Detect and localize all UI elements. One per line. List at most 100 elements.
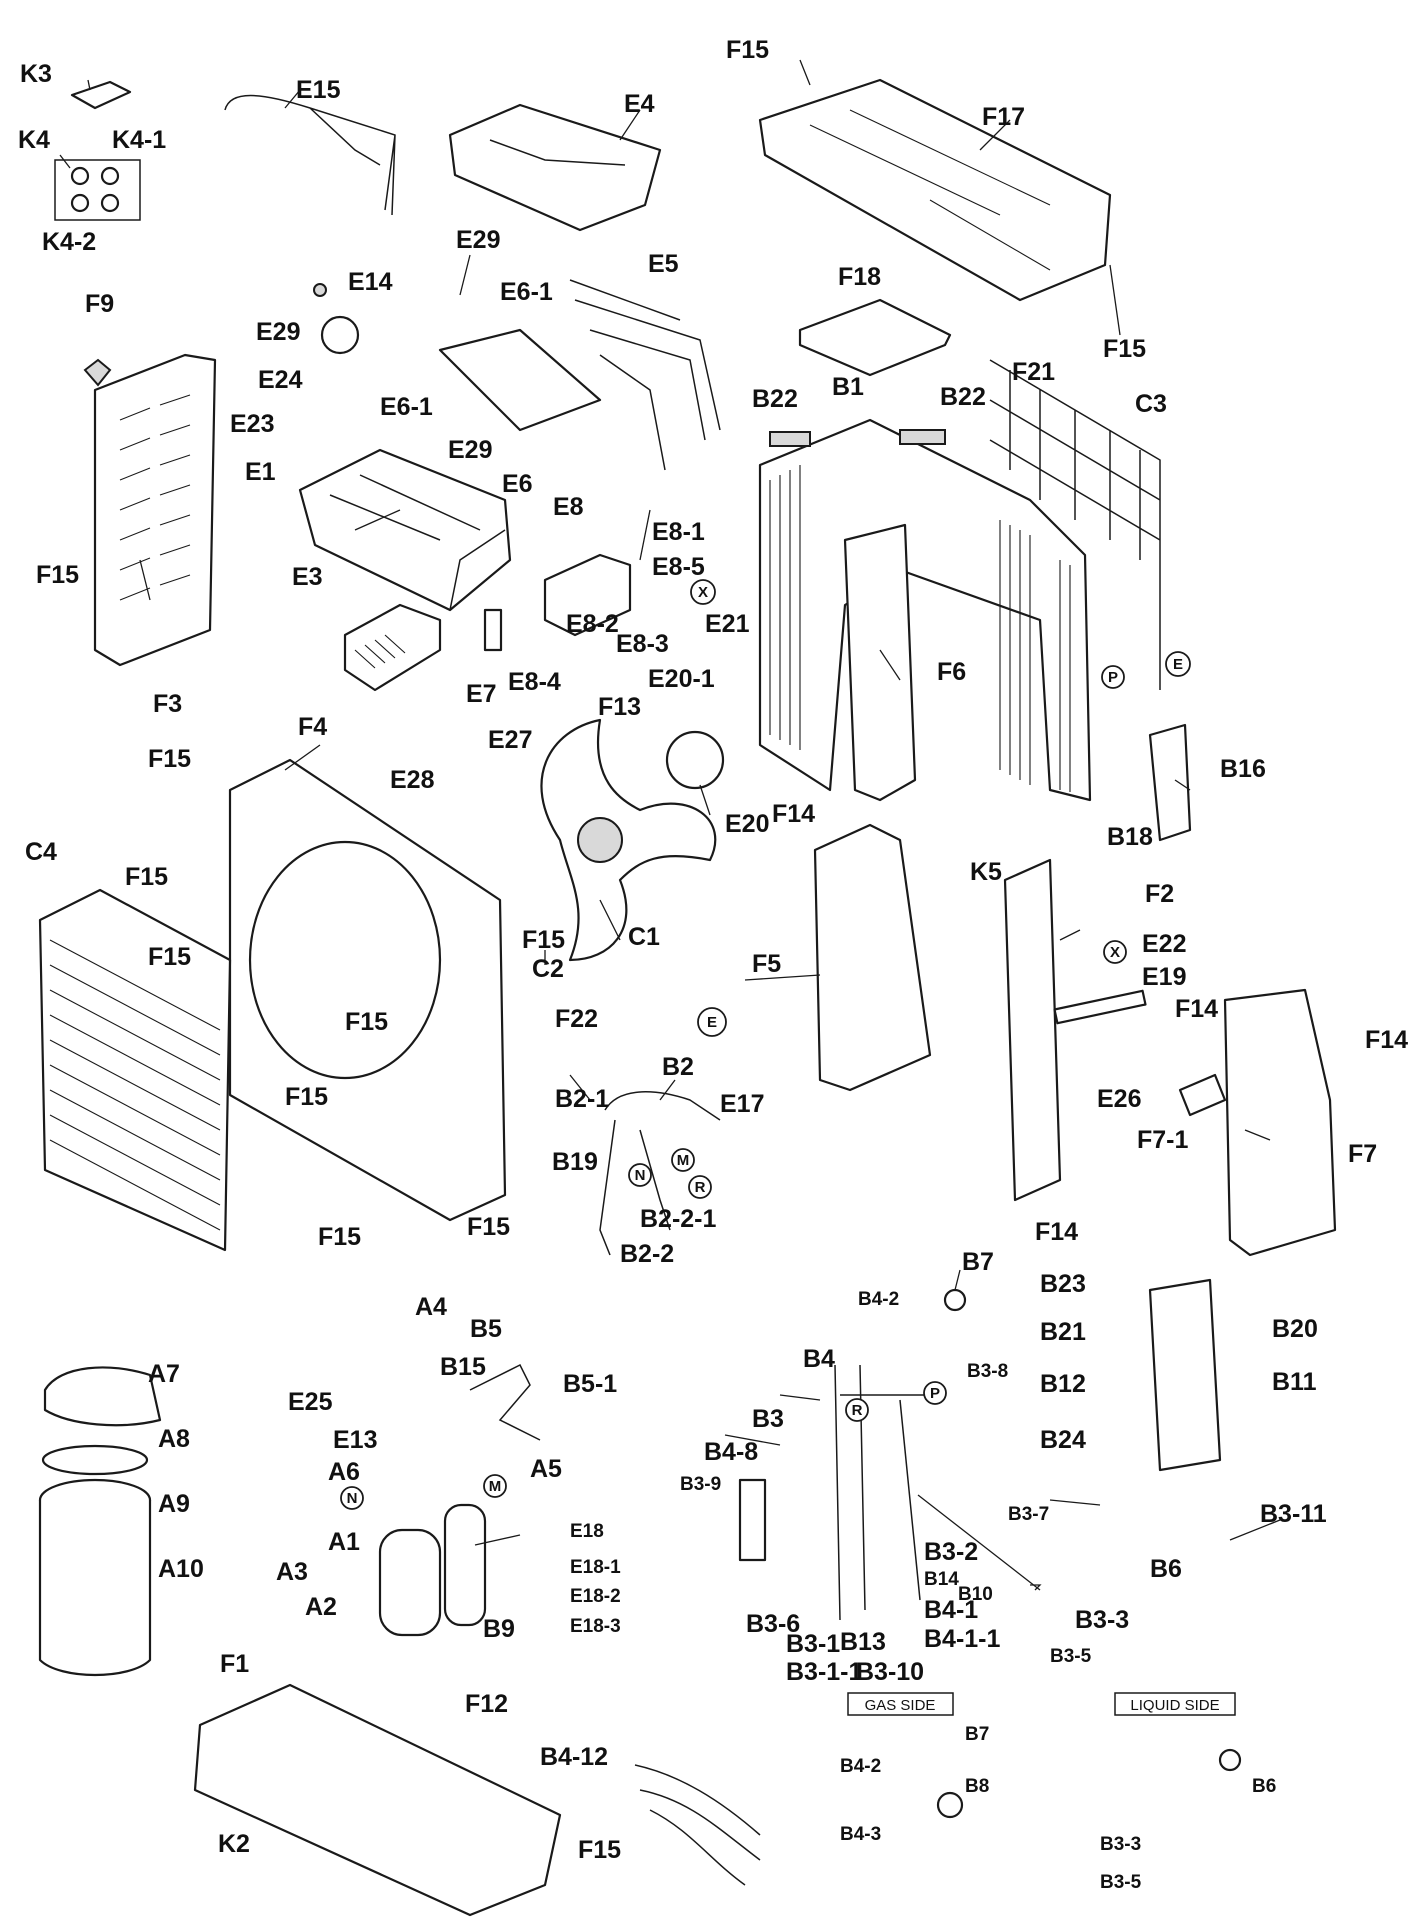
label-E4: E4 <box>624 90 655 118</box>
part-f3-slots <box>119 394 191 601</box>
label-B6-b: B6 <box>1252 1776 1276 1797</box>
label-B4-12: B4-12 <box>540 1743 608 1771</box>
label-B2-1: B2-1 <box>555 1085 609 1113</box>
part-a1-acc <box>443 1503 487 1627</box>
label-E3: E3 <box>292 563 323 591</box>
label-B13: B13 <box>840 1628 886 1656</box>
label-B4: B4 <box>803 1345 835 1373</box>
label-A5: A5 <box>530 1455 562 1483</box>
label-F5: F5 <box>752 950 781 978</box>
part-b3-9 <box>738 1478 767 1562</box>
symbol-R-b: R <box>852 1402 863 1419</box>
part-b16 <box>1148 723 1192 842</box>
symbol-R-a: R <box>695 1179 706 1196</box>
label-F4: F4 <box>298 713 327 741</box>
label-A8: A8 <box>158 1425 190 1453</box>
label-B14: B14 <box>924 1569 959 1590</box>
part-f18 <box>798 298 952 377</box>
part-f1-base <box>193 1683 562 1917</box>
label-E29-b: E29 <box>256 318 300 346</box>
label-B3-3-a: B3-3 <box>1075 1606 1129 1634</box>
label-K5: K5 <box>970 858 1002 886</box>
part-b6-nut <box>1218 1748 1242 1772</box>
label-F15-h: F15 <box>467 1213 510 1241</box>
part-e26 <box>1053 989 1147 1025</box>
label-A3: A3 <box>276 1558 308 1586</box>
label-E1: E1 <box>245 458 276 486</box>
label-E8-4: E8-4 <box>508 668 561 696</box>
part-a1-body <box>378 1528 442 1637</box>
part-b2-tubing <box>599 1091 721 1256</box>
label-E29-c: E29 <box>448 436 492 464</box>
part-f3-panel <box>93 353 217 667</box>
label-F12: F12 <box>465 1690 508 1718</box>
label-B3-1: B3-1 <box>786 1630 840 1658</box>
part-b22-left <box>769 431 811 447</box>
symbol-P-a: P <box>1108 669 1118 686</box>
label-B3-7: B3-7 <box>1008 1504 1049 1525</box>
label-E6-1-a: E6-1 <box>500 278 553 306</box>
label-B11: B11 <box>1272 1368 1317 1396</box>
label-B3-10: B3-10 <box>856 1658 924 1686</box>
label-F9: F9 <box>85 290 114 318</box>
label-E14: E14 <box>348 268 393 296</box>
part-b23 <box>1148 1278 1222 1472</box>
callout-labels: K3 K4 K4-1 K4-2 E15 E4 F15 F17 E29 E14 E… <box>18 36 1408 1893</box>
label-B19: B19 <box>552 1148 598 1176</box>
label-E13: E13 <box>333 1426 377 1454</box>
label-B2: B2 <box>662 1053 694 1081</box>
symbol-X-a: X <box>698 584 708 601</box>
label-E27: E27 <box>488 726 532 754</box>
label-E8: E8 <box>553 493 584 521</box>
part-e15-wire <box>224 94 396 216</box>
part-b7-nut <box>943 1288 967 1312</box>
label-B10: B10 <box>958 1584 993 1605</box>
label-B1: B1 <box>832 373 864 401</box>
label-B9: B9 <box>483 1615 515 1643</box>
part-f2 <box>1003 858 1062 1202</box>
symbol-N-a: N <box>635 1167 646 1184</box>
part-b4-assembly <box>834 1364 930 1621</box>
label-F15-b: F15 <box>125 863 168 891</box>
label-F1: F1 <box>220 1650 249 1678</box>
label-K4: K4 <box>18 126 50 154</box>
label-B3-3-b: B3-3 <box>1100 1834 1141 1855</box>
part-c3-guard <box>989 359 1161 690</box>
label-E6-1-b: E6-1 <box>380 393 433 421</box>
symbol-P-b: P <box>930 1385 940 1402</box>
label-B5-1: B5-1 <box>563 1370 617 1398</box>
leader-lines <box>59 59 1281 1591</box>
part-f7-1 <box>1178 1073 1227 1117</box>
label-E26: E26 <box>1097 1085 1141 1113</box>
label-A4: A4 <box>415 1293 447 1321</box>
label-K3: K3 <box>20 60 52 88</box>
label-F15-a: F15 <box>148 745 191 773</box>
part-e1-detail <box>329 474 506 611</box>
part-e29-screw <box>313 283 327 297</box>
side-captions: GAS SIDE LIQUID SIDE <box>847 1692 1236 1716</box>
symbol-E-a: E <box>1173 656 1183 673</box>
label-B8: B8 <box>965 1776 989 1797</box>
label-E8-3: E8-3 <box>616 630 669 658</box>
label-B20: B20 <box>1272 1315 1318 1343</box>
label-F15-topright: F15 <box>1103 335 1146 363</box>
part-e8 <box>543 553 632 637</box>
part-f4-opening <box>248 840 442 1080</box>
label-B22-right: B22 <box>940 383 986 411</box>
label-B22-left: B22 <box>752 385 798 413</box>
part-b22-right <box>899 429 946 445</box>
part-f5 <box>813 823 932 1092</box>
label-A1: A1 <box>328 1528 360 1556</box>
label-F14-c: F14 <box>1365 1026 1408 1054</box>
label-E17: E17 <box>720 1090 764 1118</box>
part-k4-2b <box>100 193 120 213</box>
label-E6: E6 <box>502 470 533 498</box>
label-B23: B23 <box>1040 1270 1086 1298</box>
label-F3: F3 <box>153 690 182 718</box>
label-E20: E20 <box>725 810 769 838</box>
label-E18-2: E18-2 <box>570 1586 621 1607</box>
part-b1-coil <box>758 418 1092 802</box>
parts-layer <box>38 78 1337 1917</box>
label-E28: E28 <box>390 766 435 794</box>
